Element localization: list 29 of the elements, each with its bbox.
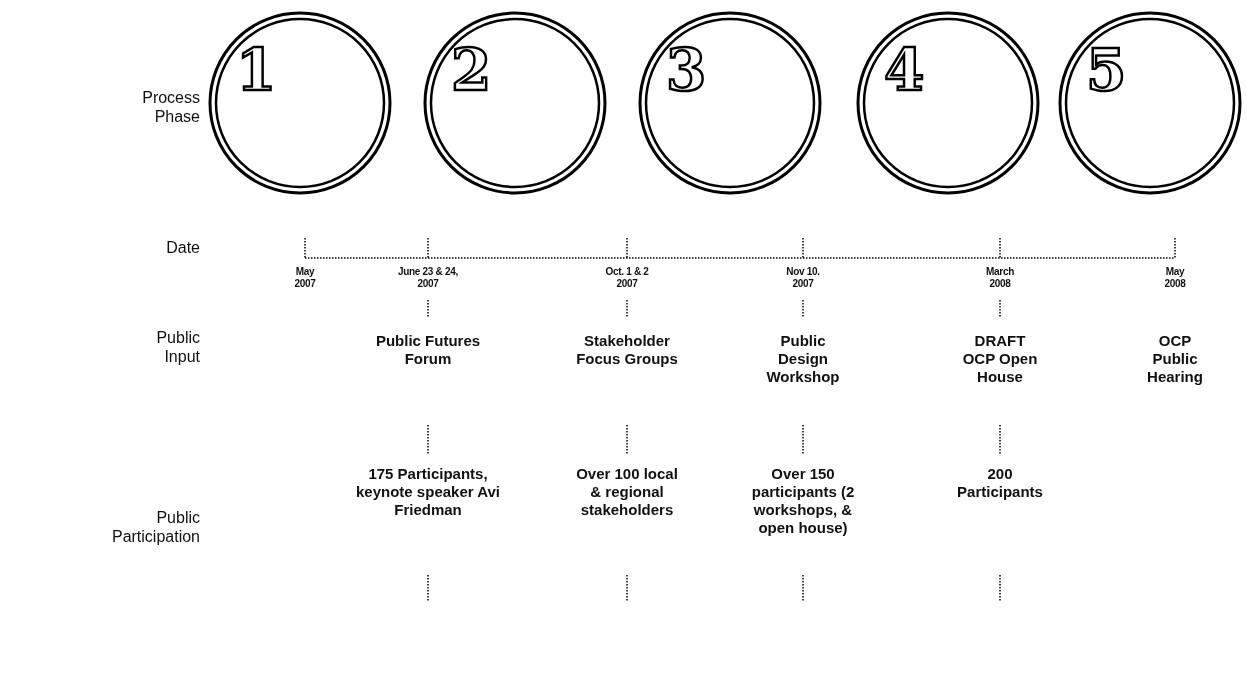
event-text: Stakeholder Focus Groups [575,332,679,368]
phase-circle [856,11,1040,195]
event-text: DRAFT OCP Open House [961,332,1039,386]
phase-circle [423,11,607,195]
row-header: Public Participation [110,508,200,547]
row-header: Public Input [155,328,200,367]
phase-circle [638,11,822,195]
event-text: 175 Participants, keynote speaker Avi Friedman [355,465,501,519]
date-label: Nov 10. 2007 [785,266,821,290]
event-text: Over 150 participants (2 workshops, & open house) [750,465,856,537]
phase-number: 1 [236,41,277,99]
phase-number: 4 [884,41,925,99]
phase-number: 3 [666,41,707,99]
event-text: OCP Public Hearing [1146,332,1204,386]
event-text: Public Design Workshop [765,332,841,386]
date-label: May 2008 [1163,266,1187,290]
event-text: Public Futures Forum [374,332,482,368]
date-label: May 2007 [293,266,317,290]
date-label: June 23 & 24, 2007 [397,266,459,290]
row-header: Date [165,238,200,258]
phase-circle [1058,11,1242,195]
event-text: Over 100 local & regional stakeholders [575,465,679,519]
event-text: 200 Participants [956,465,1044,501]
date-label: Oct. 1 & 2 2007 [604,266,650,290]
phase-number: 2 [451,41,492,99]
row-header: Process Phase [141,88,200,127]
phase-number: 5 [1086,41,1127,99]
phase-circle [208,11,392,195]
date-label: March 2008 [985,266,1015,290]
